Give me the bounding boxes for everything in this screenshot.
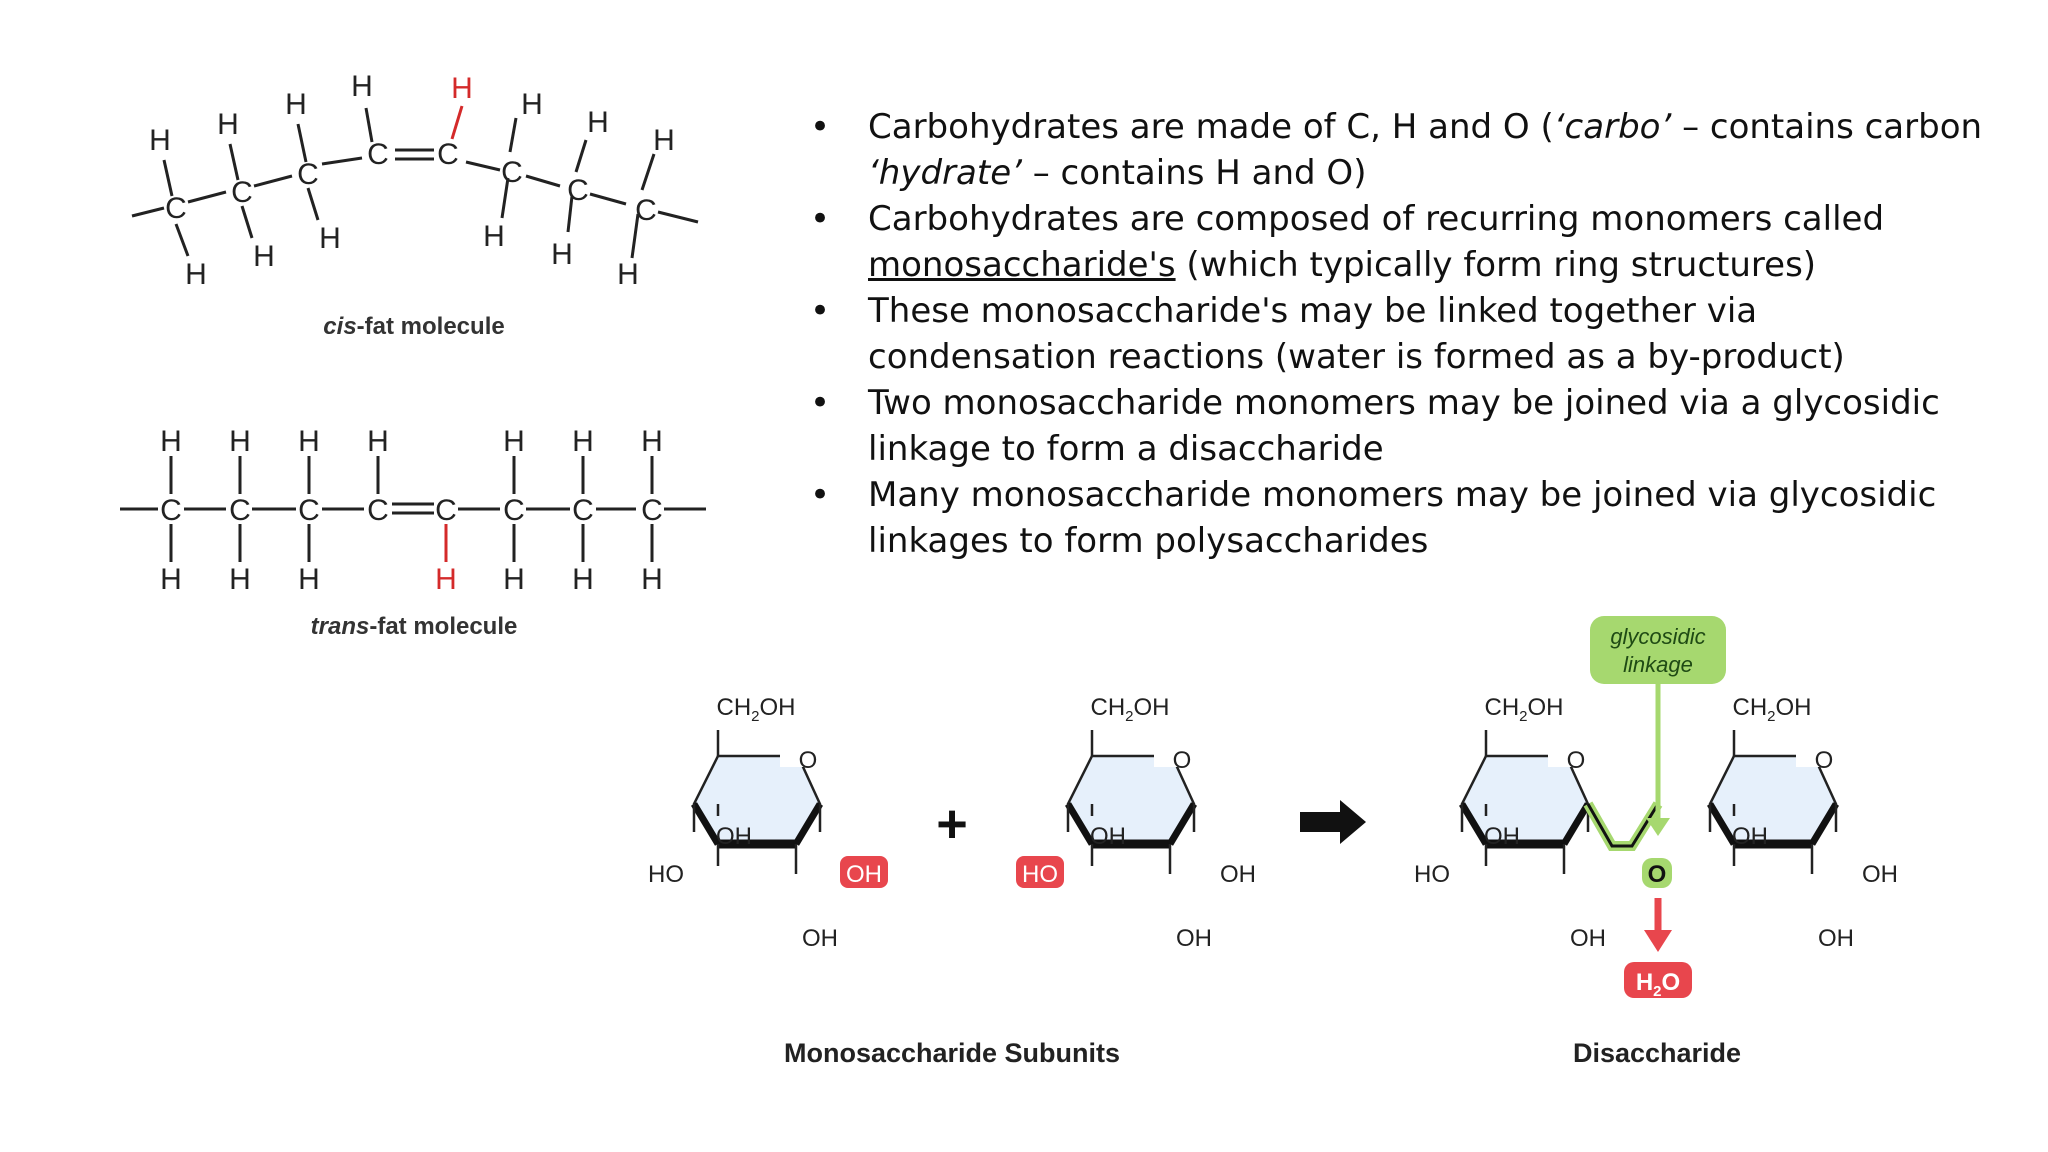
oh-group: OH (1732, 823, 1768, 850)
glycosidic-label-line2: linkage (1623, 652, 1693, 677)
water-label: H2O (1636, 969, 1680, 1000)
cis-fat-label: cis-fat molecule (323, 313, 504, 340)
atom-h: H (653, 124, 675, 157)
glycosidic-label-line1: glycosidic (1610, 624, 1705, 649)
ch2oh-group: CH2OH (1090, 694, 1169, 725)
atom-c: C (437, 138, 459, 171)
atom-c: C (567, 174, 589, 207)
ring-oxygen: O (1567, 747, 1586, 774)
mono-caption: Monosaccharide Subunits (784, 1038, 1120, 1068)
atom-h-highlight: H (451, 72, 473, 105)
atom-h: H (351, 70, 373, 103)
atom-c: C (165, 192, 187, 225)
trans-fat-label: trans-fat molecule (311, 613, 518, 640)
atom-h: H (253, 240, 275, 273)
callout-arrowhead (1646, 818, 1670, 836)
atom-h: H (298, 425, 320, 458)
atom-c: C (501, 156, 523, 189)
glycosidic-callout (1590, 616, 1726, 684)
oh-group: OH (1220, 861, 1256, 888)
bullet-item: Carbohydrates are made of C, H and O (‘c… (810, 104, 1990, 196)
atom-h: H (285, 88, 307, 121)
atom-c: C (298, 494, 320, 527)
bullet-item: Two monosaccharide monomers may be joine… (810, 380, 1990, 472)
atom-c: C (160, 494, 182, 527)
atom-c: C (229, 494, 251, 527)
bullet-item: These monosaccharide's may be linked tog… (810, 288, 1990, 380)
oh-group: OH (1090, 823, 1126, 850)
atom-h: H (641, 563, 663, 596)
atom-h: H (160, 563, 182, 596)
atom-h: H (319, 222, 341, 255)
atom-h: H (149, 124, 171, 157)
atom-c: C (297, 158, 319, 191)
bullet-item: Many monosaccharide monomers may be join… (810, 472, 1990, 564)
oh-group: OH (1570, 925, 1606, 952)
atom-h: H (503, 563, 525, 596)
atom-c: C (641, 494, 663, 527)
reaction-arrow (1300, 800, 1366, 844)
ch2oh-group: CH2OH (716, 694, 795, 725)
atom-h: H (572, 425, 594, 458)
atom-h: H (572, 563, 594, 596)
atom-h: H (503, 425, 525, 458)
oh-highlight: OH (846, 861, 882, 888)
glycosidic-oxygen: O (1648, 861, 1667, 888)
atom-h-highlight: H (435, 563, 457, 596)
atom-h: H (483, 220, 505, 253)
atom-h: H (298, 563, 320, 596)
ring-oxygen: O (1815, 747, 1834, 774)
bullet-item: Carbohydrates are composed of recurring … (810, 196, 1990, 288)
oh-group: OH (1818, 925, 1854, 952)
di-caption: Disaccharide (1573, 1038, 1741, 1068)
atom-c: C (572, 494, 594, 527)
atom-h: H (229, 563, 251, 596)
ho-highlight: HO (1022, 861, 1058, 888)
atom-h: H (641, 425, 663, 458)
plus-sign: + (936, 794, 968, 854)
oh-group: OH (716, 823, 752, 850)
oh-group: OH (1176, 925, 1212, 952)
ring-oxygen: O (1173, 747, 1192, 774)
atom-h: H (617, 258, 639, 291)
oh-group: OH (802, 925, 838, 952)
atom-c: C (435, 494, 457, 527)
ho-group: HO (648, 861, 684, 888)
atom-h: H (367, 425, 389, 458)
ho-group: HO (1414, 861, 1450, 888)
ch2oh-group: CH2OH (1484, 694, 1563, 725)
ch2oh-group: CH2OH (1732, 694, 1811, 725)
atom-h: H (217, 108, 239, 141)
atom-h: H (185, 258, 207, 291)
atom-h: H (160, 425, 182, 458)
bullet-list: Carbohydrates are made of C, H and O (‘c… (810, 104, 1990, 564)
ring-oxygen: O (799, 747, 818, 774)
oh-group: OH (1862, 861, 1898, 888)
atom-h: H (229, 425, 251, 458)
water-badge (1624, 962, 1692, 998)
atom-h: H (521, 88, 543, 121)
atom-h: H (587, 106, 609, 139)
atom-c: C (635, 194, 657, 227)
atom-c: C (503, 494, 525, 527)
atom-c: C (367, 494, 389, 527)
water-arrowhead (1644, 930, 1672, 952)
atom-c: C (231, 176, 253, 209)
oh-group: OH (1484, 823, 1520, 850)
atom-c: C (367, 138, 389, 171)
atom-h: H (551, 238, 573, 271)
